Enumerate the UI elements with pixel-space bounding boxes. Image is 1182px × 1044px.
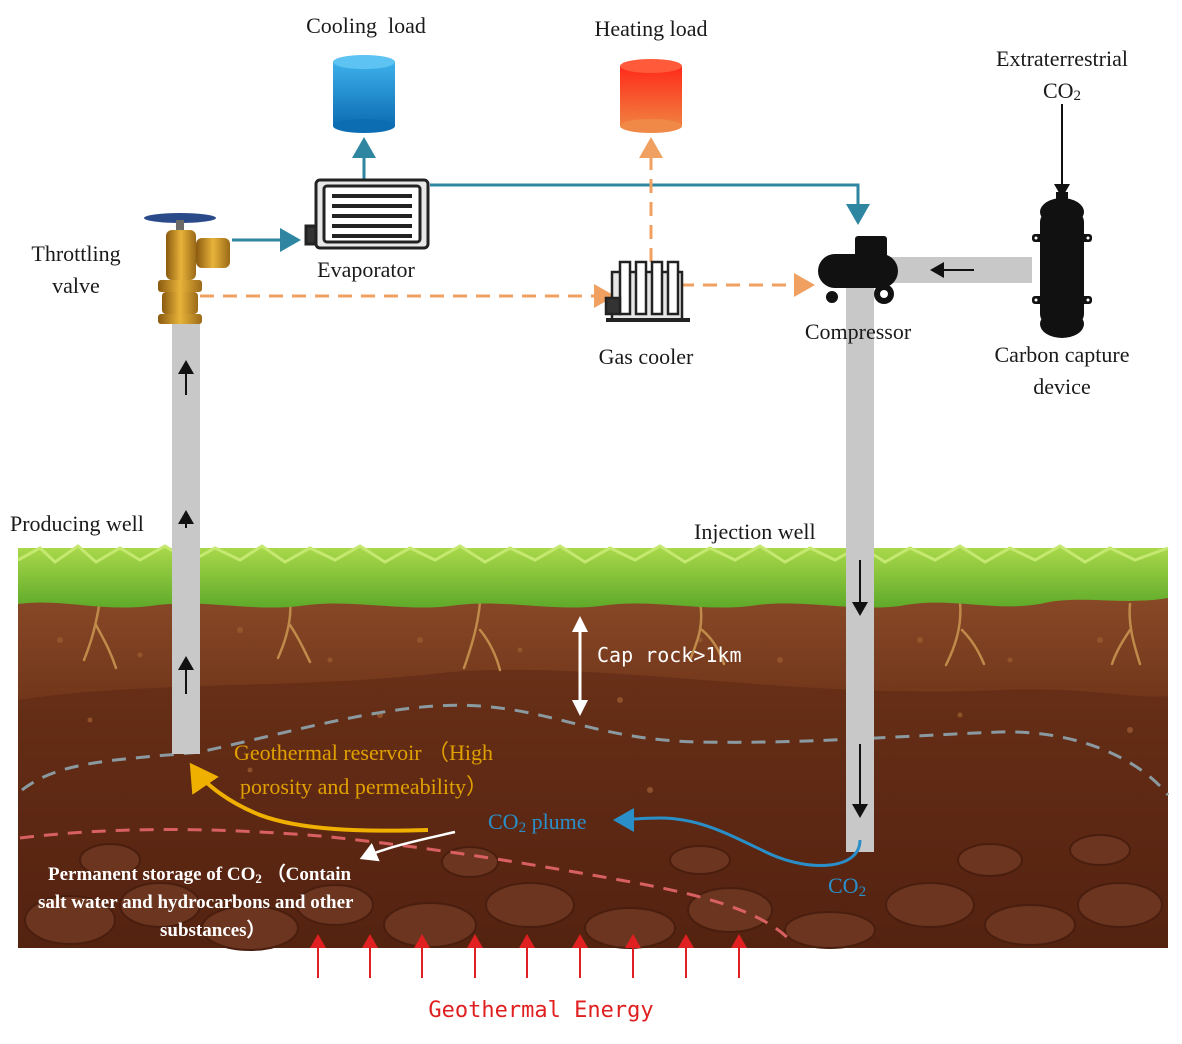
heating-load-tank-icon [620, 59, 682, 133]
extraterrestrial-co2-label: CO2 [1043, 78, 1081, 104]
grass-roots [82, 598, 1142, 672]
evaporator-icon [304, 178, 430, 250]
co2-plume-subscript: 2 [519, 820, 527, 836]
grass-layer [18, 548, 1168, 608]
bedrock-stones [24, 834, 1163, 951]
throttling-valve-label-line1: Throttling [31, 241, 120, 266]
cap-rock-label: Cap rock>1km [597, 643, 742, 667]
injected-co2-label: CO2 [828, 873, 866, 900]
water-loop-lines [232, 137, 870, 252]
storage-label-line2: salt water and hydrocarbons and other [38, 892, 354, 913]
storage-label-text: Permanent storage of CO [48, 864, 255, 885]
gas-cooler-label: Gas cooler [599, 344, 694, 369]
throttling-valve-icon [144, 213, 230, 324]
storage-label-suffix: （Contain [262, 862, 352, 885]
compressor-label: Compressor [805, 319, 912, 344]
geothermal-energy-label: Geothermal Energy [428, 998, 653, 1023]
extraterrestrial-co2-text: CO [1043, 78, 1074, 103]
cap-rock-arrow-bottom-icon [572, 700, 588, 716]
co2-plume-arrow [613, 807, 862, 868]
producing-well-label: Producing well [10, 511, 144, 536]
geothermal-energy-arrows [310, 934, 747, 978]
ground-section [17, 544, 1169, 951]
storage-label-subscript: 2 [255, 871, 262, 886]
reservoir-label-line1: Geothermal reservoir （High [234, 740, 493, 765]
carbon-capture-device-icon [1032, 192, 1092, 338]
reservoir-flow-arrow [189, 762, 429, 833]
injection-well-label: Injection well [694, 519, 816, 544]
storage-label-line1: Permanent storage of CO2 （Contain [48, 862, 352, 886]
storage-flow-arrow [359, 830, 456, 862]
injected-co2-text: CO [828, 873, 859, 898]
cap-rock-arrow-top-icon [572, 616, 588, 632]
extraterrestrial-label: Extraterrestrial [996, 46, 1128, 71]
cooling-load-tank-icon [333, 55, 395, 133]
reservoir-label-line2: porosity and permeability） [240, 774, 488, 799]
injected-co2-subscript: 2 [859, 884, 867, 900]
carbon-capture-label-line1: Carbon capture [995, 342, 1130, 367]
storage-boundary [19, 828, 792, 942]
gas-cooler-icon [604, 260, 690, 322]
extraterrestrial-co2-subscript: 2 [1074, 88, 1082, 104]
soil-specks [57, 627, 1133, 793]
compressor-icon [818, 236, 898, 304]
soil-band [18, 669, 1168, 948]
heating-load-label: Heating load [594, 16, 707, 41]
storage-label-line3: substances） [160, 918, 266, 941]
heat-loop-lines [200, 137, 815, 308]
co2-plume-text: CO [488, 809, 519, 834]
throttling-valve-label-line2: valve [52, 273, 100, 298]
carbon-capture-label-line2: device [1033, 374, 1090, 399]
cooling-load-label: Cooling load [306, 13, 426, 38]
co2-plume-suffix: plume [526, 809, 587, 834]
co2-plume-label: CO2 plume [488, 809, 587, 836]
evaporator-label: Evaporator [317, 257, 415, 282]
